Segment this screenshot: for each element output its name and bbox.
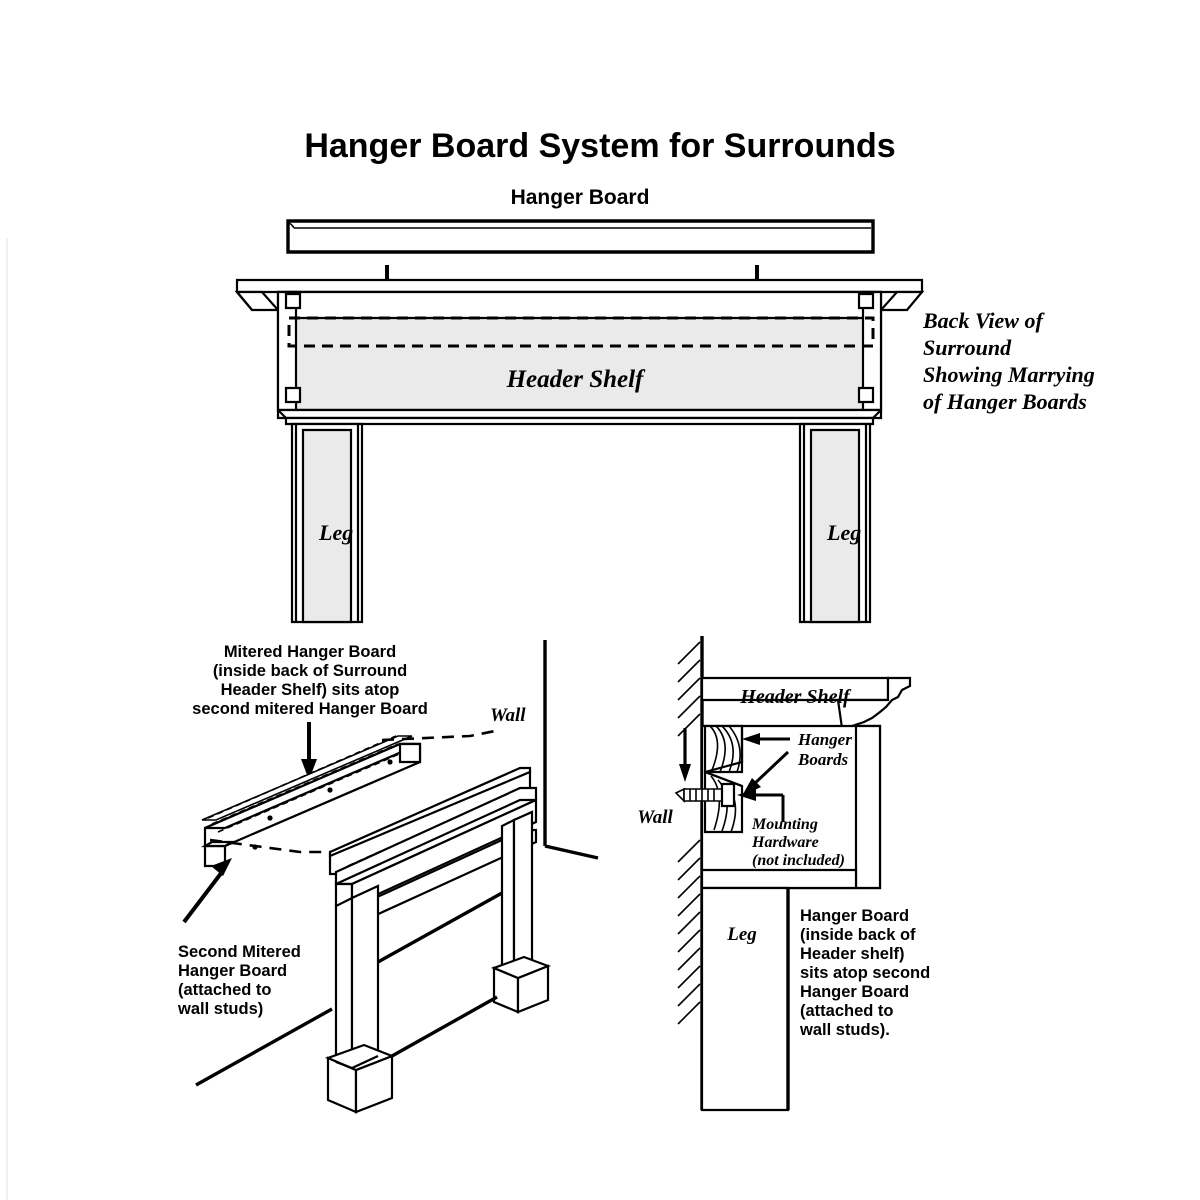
hidden-hanger-board-outline [287, 316, 875, 348]
second-board-line-2: Hanger Board [178, 962, 287, 980]
iso-down-arrow [301, 722, 317, 780]
corner-block-bottom-right [857, 386, 875, 404]
section-leg-label: Leg [726, 924, 757, 945]
page-title: Hanger Board System for Surrounds [304, 127, 895, 165]
second-board-line-1: Second Mitered [178, 943, 301, 961]
top-view-group: Hanger Board [234, 186, 1095, 624]
section-right-stile [854, 724, 882, 890]
hanger-boards-callout: Hanger Boards [742, 730, 852, 796]
second-board-line-3: (attached to [178, 981, 272, 999]
leg-label-right: Leg [826, 520, 861, 545]
mitered-hanger-board-floating [200, 735, 422, 868]
section-header-shelf: Header Shelf [700, 676, 912, 730]
corner-block-top-left [284, 292, 302, 310]
back-view-caption-line-3: Showing Marrying [923, 362, 1095, 387]
leg-left: Leg [290, 422, 364, 624]
screw-hole [387, 759, 393, 765]
iso-alignment-guides [209, 728, 501, 854]
corner-block-bottom-left [284, 386, 302, 404]
iso-caption-line-3: Header Shelf) sits atop [221, 681, 400, 699]
mounting-hardware-line-1: Mounting [751, 816, 818, 833]
section-caption-line-1: Hanger Board [800, 907, 909, 925]
back-view-caption-line-1: Back View of [922, 308, 1045, 333]
second-board-pointer-arrow [182, 858, 232, 924]
leg-label-left: Leg [318, 520, 353, 545]
second-board-caption: Second Mitered Hanger Board (attached to… [177, 943, 301, 1018]
screw-hole [267, 815, 273, 821]
back-view-caption-line-4: of Hanger Boards [923, 389, 1087, 414]
mounting-hardware-caption: Mounting Hardware (not included) [751, 816, 845, 869]
hanger-board-upper [703, 724, 744, 774]
iso-caption-line-4: second mitered Hanger Board [192, 700, 428, 718]
section-caption-line-4: sits atop second [800, 964, 930, 982]
section-header-shelf-label: Header Shelf [739, 686, 852, 708]
hanger-boards-label-line-2: Boards [797, 750, 848, 769]
section-caption-line-7: wall studs). [799, 1021, 890, 1039]
iso-view-group: Mitered Hanger Board (inside back of Sur… [177, 640, 599, 1114]
back-view-caption: Back View of Surround Showing Marrying o… [922, 308, 1095, 414]
section-caption-line-2: (inside back of [800, 926, 916, 944]
iso-leg-front [325, 884, 396, 1114]
mounting-hardware-line-3: (not included) [752, 852, 845, 869]
iso-caption: Mitered Hanger Board (inside back of Sur… [192, 643, 428, 718]
hanger-boards-label-line-1: Hanger [797, 730, 852, 749]
second-board-line-4: wall studs) [177, 1000, 263, 1018]
header-bottom-molding [276, 408, 883, 426]
leg-right: Leg [798, 422, 872, 624]
section-wall-label: Wall [637, 807, 673, 828]
iso-surround [195, 766, 552, 1114]
iso-wall-label: Wall [490, 705, 526, 726]
iso-caption-line-2: (inside back of Surround [213, 662, 407, 680]
surround-top-molding [234, 278, 925, 312]
loose-hanger-board [286, 219, 875, 254]
section-bottom-rail [700, 868, 858, 890]
screw-hole [327, 787, 333, 793]
section-caption-line-6: (attached to [800, 1002, 894, 1020]
hanger-board-label: Hanger Board [511, 186, 650, 209]
mounting-screw [674, 782, 736, 808]
iso-leg-back [490, 810, 552, 1014]
section-down-arrow [679, 728, 691, 782]
back-view-caption-line-2: Surround [923, 335, 1012, 360]
section-caption-line-3: Header shelf) [800, 945, 905, 963]
section-leg: Leg [700, 886, 790, 1112]
iso-wall: Wall [490, 640, 599, 860]
mounting-hardware-line-2: Hardware [751, 834, 819, 851]
corner-block-top-right [857, 292, 875, 310]
wall-hatch-lower [677, 839, 701, 1025]
section-caption-line-5: Hanger Board [800, 983, 909, 1001]
header-shelf-label: Header Shelf [506, 366, 646, 393]
section-caption: Hanger Board (inside back of Header shel… [799, 907, 930, 1039]
iso-caption-line-1: Mitered Hanger Board [224, 643, 396, 661]
mounting-hardware-callout-arrow [737, 789, 785, 822]
wall-hatch-upper [677, 641, 701, 737]
section-view-group: Header Shelf [637, 636, 930, 1112]
